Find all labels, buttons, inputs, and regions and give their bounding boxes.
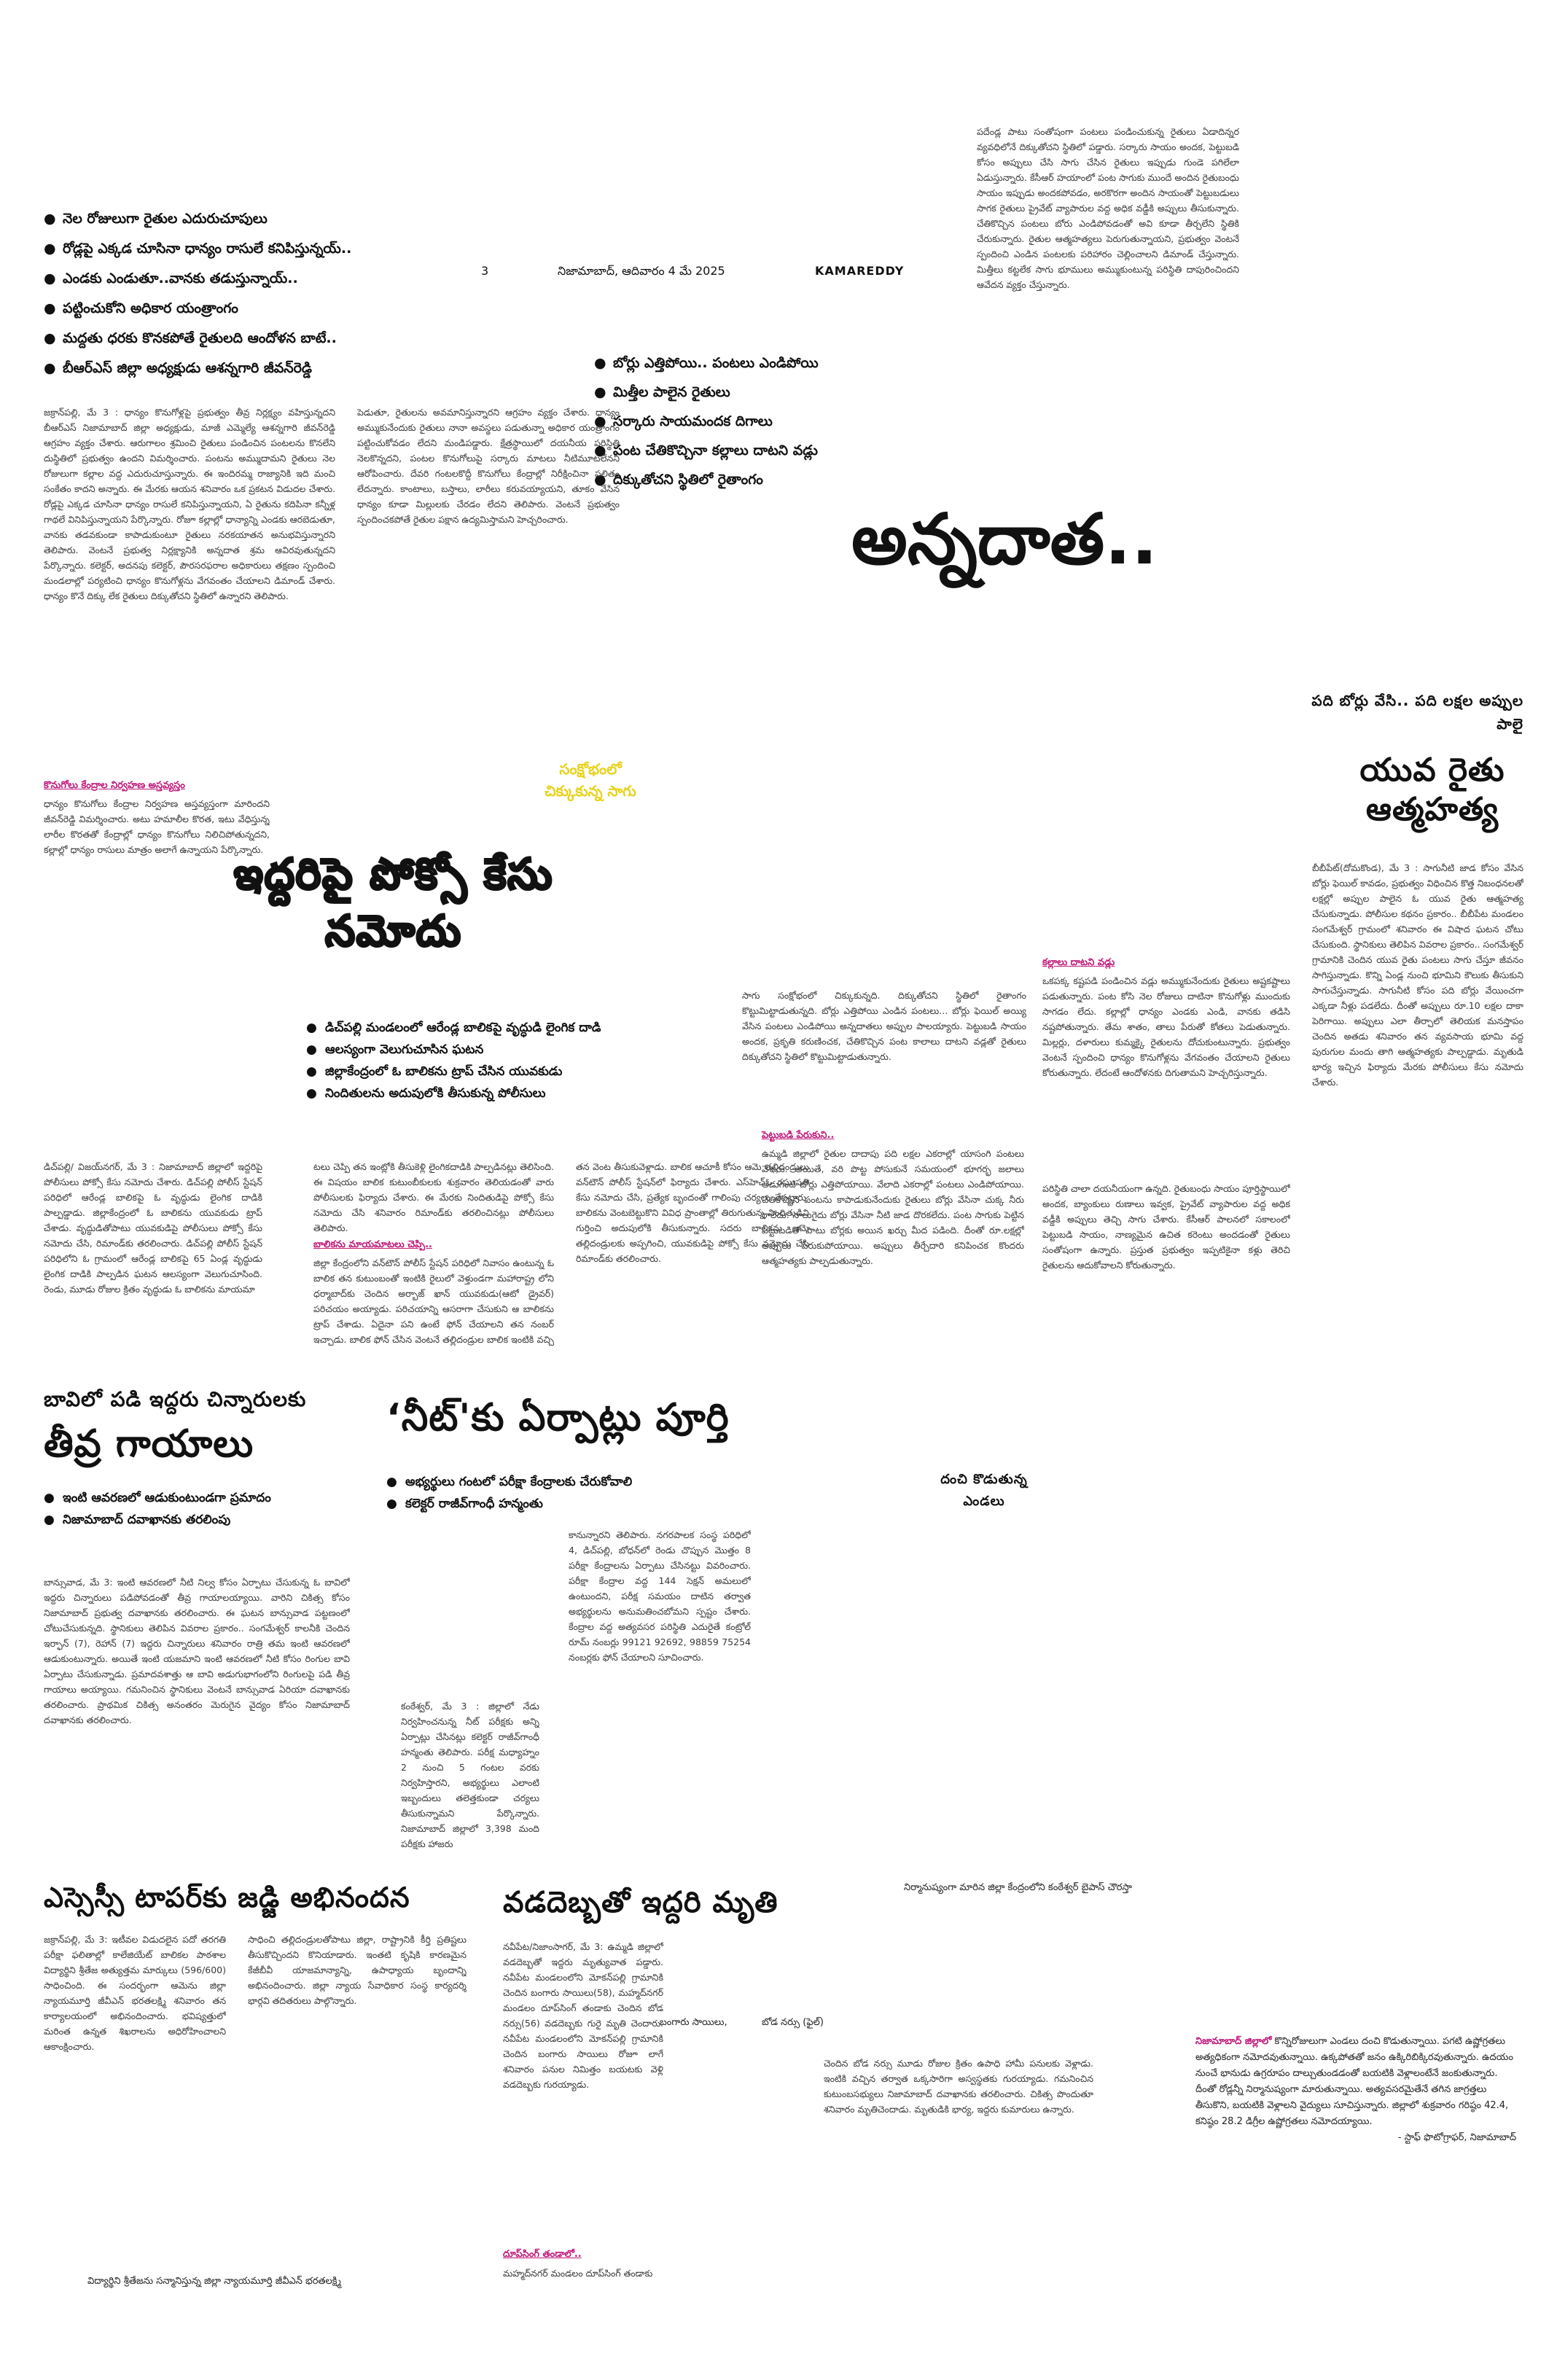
lead-bullet: ఎండకు ఎండుతూ..వానకు తడుస్తున్నాయ్..	[44, 264, 481, 294]
neet-column-2: కానున్నారని తెలిపారు. నగరపాలక సంస్థ పరిధ…	[569, 1529, 751, 1663]
lead-subhead: కొనుగోలు కేంద్రాల నిర్వహణ అస్తవ్యస్తం	[44, 780, 185, 791]
yuva-kicker: పది బోర్లు వేసి.. పది లక్షల అప్పుల పాలై	[1311, 692, 1523, 733]
dachi-caption: దంచి కొడుతున్న ఎండలు	[940, 1472, 1028, 1509]
vadadebba-photo-label-2: బోడ నర్సు (ఫైల్)	[762, 2017, 824, 2028]
sagu-column-3: పరిస్థితి చాలా దయనీయంగా ఉన్నది. రైతుబంధు…	[1042, 1183, 1290, 1271]
lead-bullet: రోడ్లపై ఎక్కడ చూసినా ధాన్యం రాసులే కనిపి…	[44, 234, 481, 264]
pocso-bullets: డిచ్‌పల్లి మండలంలో ఆరేండ్ల బాలికపై వృద్ధ…	[306, 1017, 744, 1104]
yuva-headline: యువ రైతు ఆత్మహత్య	[1359, 752, 1505, 828]
pocso-subhead: బాలికను మాయమాటలు చెప్పి..	[313, 1239, 432, 1250]
neet-column-1: కంఠేశ్వర్, మే 3 : జిల్లాలో నేడు నిర్వహిం…	[401, 1701, 539, 1849]
bavi-headline: తీవ్ర గాయాలు	[44, 1422, 254, 1466]
lead-bullet: మద్దతు ధరకు కొనకపోతే రైతులది ఆందోళన బాటే…	[44, 324, 481, 354]
pocso-bullet: నిందితులను అదుపులోకి తీసుకున్న పోలీసులు	[306, 1082, 744, 1104]
edition-name: KAMAREDDY	[815, 264, 905, 278]
ssc-headline: ఎస్సెస్సీ టాపర్‌కు జడ్జి అభినందన	[44, 1881, 410, 1913]
bavi-bullets: ఇంటి ఆవరణలో ఆడుకుంటుండగా ప్రమాదం నిజామాబ…	[44, 1487, 335, 1531]
lead-column-2: పెడుతూ, రైతులను అవమానిస్తున్నారని ఆగ్రహం…	[357, 407, 620, 525]
topright-column: పదేండ్ల పాటు సంతోషంగా పంటలు పండించుకున్న…	[977, 126, 1239, 290]
dateline: నిజామాబాద్, ఆదివారం 4 మే 2025	[558, 264, 725, 278]
lead-bullet: దిక్కుతోచని స్థితిలో రైతాంగం	[594, 465, 959, 494]
sagu-subhead-1: పెట్టుబడి పేరుకుని..	[762, 1130, 835, 1141]
lead-kicker: సంక్షోభంలో చిక్కుకున్న సాగు	[545, 760, 636, 800]
neet-headline: ‘నీట్'కు ఏర్పాట్లు పూర్తి	[386, 1396, 730, 1440]
pocso-column-2b: జిల్లా కేంద్రంలోని వన్‌టౌన్ పోలీస్ స్టేష…	[313, 1257, 554, 1350]
vadadebba-photo-caption: నిర్మానుష్యంగా మారిన జిల్లా కేంద్రంలోని …	[904, 1882, 1132, 1893]
masthead: 3 నిజామాబాద్, ఆదివారం 4 మే 2025 KAMAREDD…	[474, 264, 940, 286]
bavi-kicker: బావిలో పడి ఇద్దరు చిన్నారులకు	[44, 1387, 307, 1411]
sagu-column-1: ఉమ్మడి జిల్లాలో రైతుల దాదాపు పది లక్షల ఎ…	[762, 1148, 1024, 1266]
pocso-bullet: జిల్లాకేంద్రంలో ఓ బాలికను ట్రాప్ చేసిన య…	[306, 1061, 744, 1082]
lead-bullet: బీఆర్ఎస్ జిల్లా అధ్యక్షుడు ఆశన్నగారి జీవ…	[44, 354, 481, 383]
bavi-bullet: ఇంటి ఆవరణలో ఆడుకుంటుండగా ప్రమాదం	[44, 1487, 335, 1509]
lead-bullet: మిత్తీల పాలైన రైతులు	[594, 378, 959, 407]
vadadebba-photo-label-1: బంగారు సాయిలు,	[660, 2017, 727, 2028]
lead-bullet: పట్టించుకోని అధికార యంత్రాంగం	[44, 294, 481, 324]
ssc-column-2: సాధించి తల్లిదండ్రులతోపాటు జిల్లా, రాష్ట…	[248, 1934, 467, 2006]
pocso-column-2: టలు చెప్పి తన ఇంట్లోకి తీసుకెళ్లి లైంగిక…	[313, 1161, 554, 1233]
vadadebba-column-2b: మహ్మద్‌నగర్ మండలం దూప్‌సింగ్ తండాకు	[503, 2268, 653, 2279]
ssc-column-1: జక్రాన్‌పల్లి, మే 3: ఇటీవల విడుదలైన పదో …	[44, 1934, 226, 2052]
lead-column-1b: ధాన్యం కొనుగోలు కేంద్రాల నిర్వహణ అస్తవ్య…	[44, 798, 270, 855]
lead-headline: అన్నదాత..	[851, 499, 1158, 580]
nizamabad-credit: - స్టాఫ్ ఫొటోగ్రాఫర్, నిజామాబాద్	[1397, 2132, 1516, 2143]
ssc-photo-caption: విద్యార్థిని శ్రీతేజను సన్మానిస్తున్న జి…	[87, 2276, 342, 2287]
lead-bullet: బోర్లు ఎత్తిపోయి.. పంటలు ఎండిపోయి	[594, 348, 959, 378]
bavi-bullet: నిజామాబాద్ దవాఖానకు తరలింపు	[44, 1509, 335, 1531]
lead-bullets-right: బోర్లు ఎత్తిపోయి.. పంటలు ఎండిపోయి మిత్తీ…	[594, 348, 959, 494]
sagu-intro: సాగు సంక్షోభంలో చిక్కుకున్నది. దిక్కుతోచ…	[742, 990, 1026, 1062]
pocso-column-3: తన వెంట తీసుకువెళ్లాడు. బాలిక ఆచూకీ కోసం…	[576, 1161, 809, 1264]
bavi-body: బాన్సువాడ, మే 3: ఇంటి ఆవరణలో నీటి నిల్వ …	[44, 1577, 350, 1725]
vadadebba-column-1: నవీపేట/నిజాంసాగర్, మే 3: ఉమ్మడి జిల్లాలో…	[503, 1941, 663, 2090]
pocso-column-1: డిచ్‌పల్లి/ విజయ్‌నగర్, మే 3 : నిజామాబాద…	[44, 1161, 262, 1295]
pocso-bullet: డిచ్‌పల్లి మండలంలో ఆరేండ్ల బాలికపై వృద్ధ…	[306, 1017, 744, 1039]
vadadebba-column-2: చెందిన బోడ నర్సు మూడు రోజుల క్రితం ఉపాధి…	[824, 2058, 1093, 2115]
nizamabad-text: కొన్నిరోజులుగా ఎండలు దంచి కొడుతున్నాయి. …	[1195, 2036, 1513, 2127]
sagu-column-2: ఒకపక్క కష్టపడి పండించిన వడ్లు అమ్ముకునేం…	[1042, 975, 1290, 1078]
yuva-body: బీబీపేట్(దోమకొండ), మే 3 : సాగునీటి జాడ క…	[1312, 862, 1523, 1088]
lead-column-1: జక్రాన్‌పల్లి, మే 3 : ధాన్యం కొనుగోళ్లపై…	[44, 407, 335, 601]
neet-bullet: కలెక్టర్ రాజీవ్‌గాంధీ హన్మంతు	[386, 1493, 824, 1515]
nizamabad-caption: నిజామాబాద్ జిల్లాలో కొన్నిరోజులుగా ఎండలు…	[1195, 2034, 1516, 2146]
vadadebba-headline: వడదెబ్బతో ఇద్దరి మృతి	[503, 1886, 778, 1919]
lead-bullets-left: నెల రోజులుగా రైతుల ఎదురుచూపులు రోడ్లపై ఎ…	[44, 204, 481, 383]
vadadebba-subhead: దూప్‌సింగ్ తండాలో..	[503, 2249, 582, 2260]
neet-bullet: అభ్యర్థులు గంటలో పరీక్షా కేంద్రాలకు చేరు…	[386, 1471, 824, 1493]
neet-bullets: అభ్యర్థులు గంటలో పరీక్షా కేంద్రాలకు చేరు…	[386, 1471, 824, 1515]
page-number: 3	[481, 264, 489, 278]
nizamabad-lead: నిజామాబాద్ జిల్లాలో	[1195, 2036, 1272, 2047]
pocso-bullet: ఆలస్యంగా వెలుగుచూసిన ఘటన	[306, 1039, 744, 1061]
lead-bullet: సర్కారు సాయమందక దిగాలు	[594, 407, 959, 436]
lead-bullet: నెల రోజులుగా రైతుల ఎదురుచూపులు	[44, 204, 481, 234]
sagu-subhead-2: కల్లాలు దాటని వడ్లు	[1042, 957, 1115, 968]
lead-bullet: పంట చేతికొచ్చినా కల్లాలు దాటని వడ్లు	[594, 436, 959, 465]
pocso-headline: ఇద్దరిపై పోక్సో కేసు నమోదు	[233, 848, 554, 957]
